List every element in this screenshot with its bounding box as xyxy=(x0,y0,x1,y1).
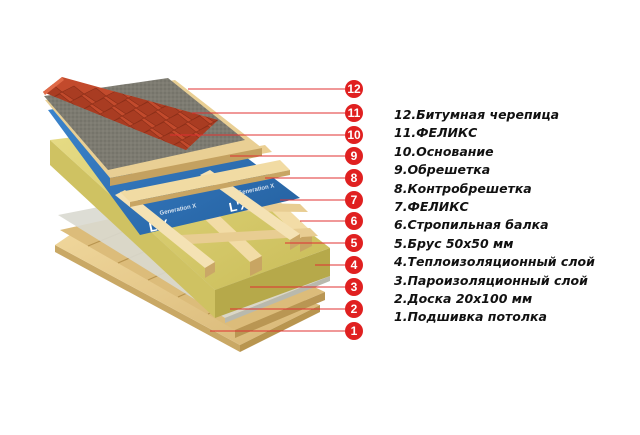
badge-12-label: 12 xyxy=(347,82,361,96)
number-badges: 12 11 10 9 8 7 6 5 4 3 2 1 xyxy=(345,80,363,340)
badge-8 xyxy=(345,169,363,187)
badge-11 xyxy=(345,104,363,122)
legend-item-11: 11.ФЕЛИКС xyxy=(394,125,478,141)
badge-1-label: 1 xyxy=(351,324,358,338)
badge-12 xyxy=(345,80,363,98)
badge-9 xyxy=(345,147,363,165)
badge-10 xyxy=(345,126,363,144)
legend-item-5: 5.Брус 50х50 мм xyxy=(394,235,514,251)
legend-item-7: 7.ФЕЛИКС xyxy=(394,199,469,215)
badge-3 xyxy=(345,278,363,296)
badge-8-label: 8 xyxy=(351,171,358,185)
badge-7 xyxy=(345,191,363,209)
badge-2 xyxy=(345,300,363,318)
badge-10-label: 10 xyxy=(347,128,361,142)
badge-1 xyxy=(345,322,363,340)
legend-item-8: 8.Контробрешетка xyxy=(394,180,532,196)
legend-item-3: 3.Пароизоляционный слой xyxy=(394,272,588,288)
badge-3-label: 3 xyxy=(351,280,358,294)
badge-5 xyxy=(345,234,363,252)
legend-item-10: 10.Основание xyxy=(394,143,494,159)
badge-2-label: 2 xyxy=(351,302,358,316)
layer-legend: 12.Битумная черепица 11.ФЕЛИКС 10.Основа… xyxy=(394,106,595,327)
badge-4 xyxy=(345,256,363,274)
badge-6 xyxy=(345,212,363,230)
legend-item-9: 9.Обрешетка xyxy=(394,162,491,178)
leader-lines xyxy=(170,88,345,332)
legend-item-6: 6.Стропильная балка xyxy=(394,217,549,233)
badge-11-label: 11 xyxy=(348,106,361,120)
layer-shingles xyxy=(43,77,218,150)
badge-9-label: 9 xyxy=(351,149,358,163)
legend-item-2: 2.Доска 20х100 мм xyxy=(394,291,533,307)
legend-item-4: 4.Теплоизоляционный слой xyxy=(394,254,595,270)
legend-item-12: 12.Битумная черепица xyxy=(394,107,560,122)
badge-6-label: 6 xyxy=(351,214,358,228)
legend-item-1: 1.Подшивка потолка xyxy=(394,309,547,325)
badge-7-label: 7 xyxy=(351,193,358,207)
badge-5-label: 5 xyxy=(351,236,358,250)
badge-4-label: 4 xyxy=(351,258,358,272)
